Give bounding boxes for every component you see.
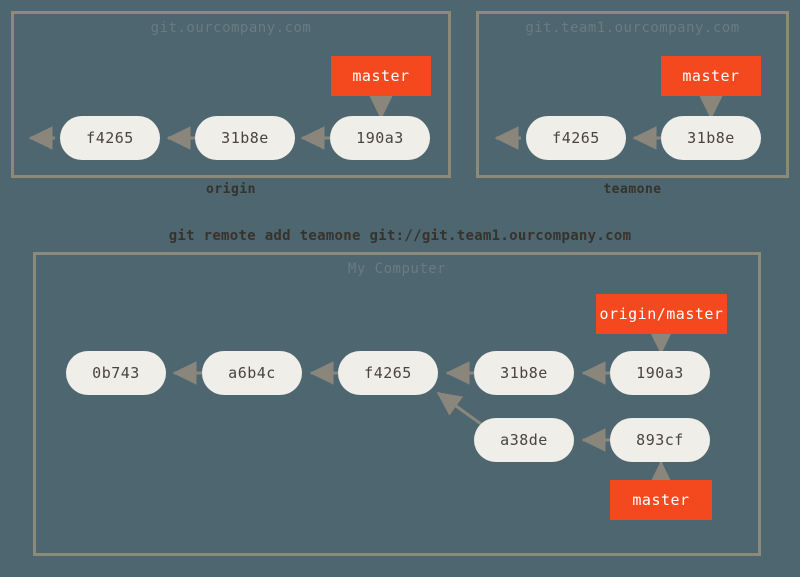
commit-node[interactable]: 190a3 (330, 116, 430, 160)
branch-label[interactable]: master (610, 480, 712, 520)
command-caption: git remote add teamone git://git.team1.o… (168, 228, 632, 244)
commit-label: 190a3 (356, 129, 404, 147)
commit-node[interactable]: 0b743 (66, 351, 166, 395)
commit-label: 190a3 (636, 364, 684, 382)
panel-teamone-caption: teamone (603, 182, 662, 197)
commit-label: a38de (500, 431, 548, 449)
commit-label: 0b743 (92, 364, 140, 382)
commit-node[interactable]: a6b4c (202, 351, 302, 395)
commit-node[interactable]: 190a3 (610, 351, 710, 395)
commit-node[interactable]: f4265 (60, 116, 160, 160)
commit-label: f4265 (86, 129, 134, 147)
commit-node[interactable]: 31b8e (474, 351, 574, 395)
commit-label: a6b4c (228, 364, 276, 382)
commit-label: 31b8e (221, 129, 269, 147)
branch-label-text: master (352, 67, 410, 85)
branch-label-text: master (632, 491, 690, 509)
commit-label: 31b8e (500, 364, 548, 382)
panel-teamone (476, 11, 789, 178)
branch-label-text: master (682, 67, 740, 85)
commit-node[interactable]: 893cf (610, 418, 710, 462)
commit-label: 893cf (636, 431, 684, 449)
commit-label: f4265 (552, 129, 600, 147)
commit-node[interactable]: 31b8e (661, 116, 761, 160)
branch-label[interactable]: master (661, 56, 761, 96)
branch-label[interactable]: origin/master (596, 294, 727, 334)
panel-my-computer (33, 252, 761, 556)
commit-node[interactable]: a38de (474, 418, 574, 462)
panel-origin-caption: origin (206, 182, 256, 197)
panel-origin (11, 11, 451, 178)
commit-node[interactable]: 31b8e (195, 116, 295, 160)
branch-label[interactable]: master (331, 56, 431, 96)
commit-label: f4265 (364, 364, 412, 382)
branch-label-text: origin/master (599, 305, 724, 323)
commit-node[interactable]: f4265 (526, 116, 626, 160)
commit-node[interactable]: f4265 (338, 351, 438, 395)
commit-label: 31b8e (687, 129, 735, 147)
